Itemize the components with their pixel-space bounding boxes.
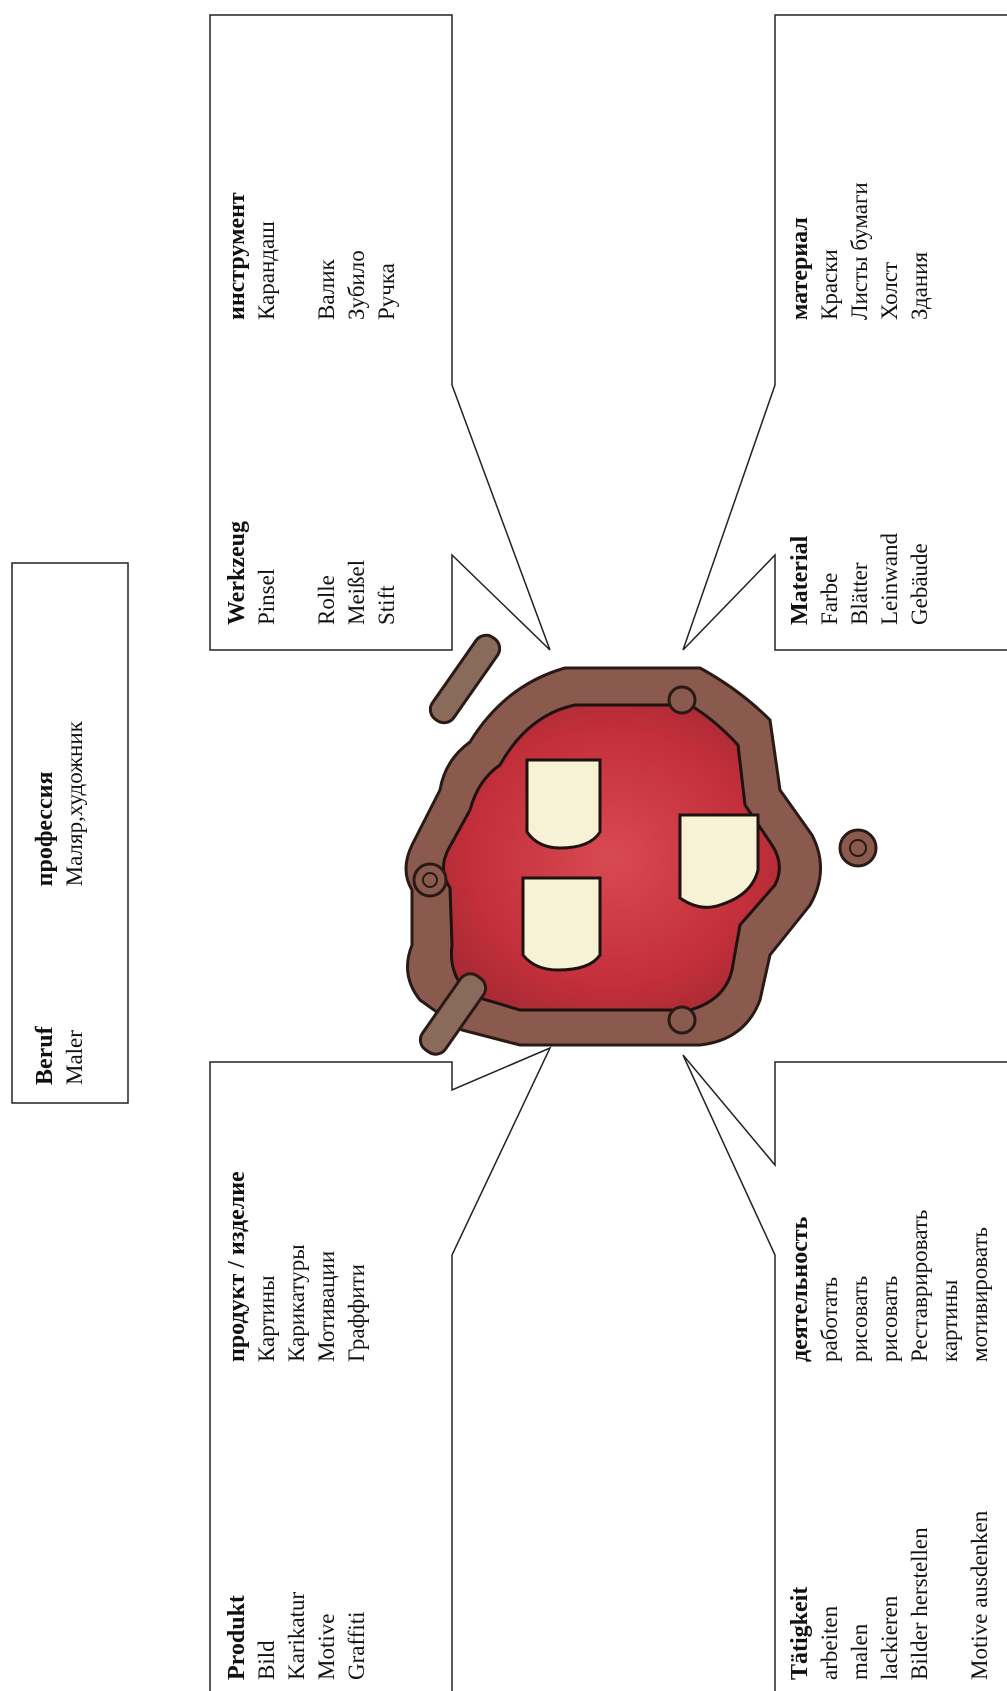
produkt-ru-block: продукт / изделие Картины Карикатуры Мот…: [222, 1171, 372, 1362]
material-ru-item: Здания: [905, 182, 935, 320]
werkzeug-ru-item: Зубило: [342, 192, 372, 320]
taetigkeit-ru-item: Реставрировать: [905, 1210, 935, 1362]
werkzeug-ru-item: Карандаш: [252, 192, 282, 320]
material-ru-heading: материал: [785, 182, 815, 320]
material-de-block: Material Farbe Blätter Leinwand Gebäude: [785, 533, 935, 625]
beruf-de-heading: Beruf: [30, 1026, 60, 1085]
produkt-de-heading: Produkt: [222, 1592, 252, 1680]
taetigkeit-ru-item: работать: [815, 1210, 845, 1362]
werkzeug-ru-item: Валик: [312, 192, 342, 320]
taetigkeit-de-item: [935, 1511, 965, 1680]
taetigkeit-ru-item: рисовать: [875, 1210, 905, 1362]
werkzeug-ru-item: [282, 192, 312, 320]
beruf-de-value: Maler: [60, 1026, 90, 1085]
taetigkeit-de-item: Bilder herstellen: [905, 1511, 935, 1680]
taetigkeit-de-item: malen: [845, 1511, 875, 1680]
material-de-item: Leinwand: [875, 533, 905, 625]
werkzeug-ru-item: Ручка: [372, 192, 402, 320]
material-de-item: Gebäude: [905, 533, 935, 625]
produkt-de-item: Bild: [252, 1592, 282, 1680]
taetigkeit-de-item: lackieren: [875, 1511, 905, 1680]
taetigkeit-de-heading: Tätigkeit: [785, 1511, 815, 1680]
taetigkeit-ru-block: деятельность работать рисовать рисовать …: [785, 1210, 995, 1362]
werkzeug-de-heading: Werkzeug: [222, 521, 252, 625]
material-ru-item: Листы бумаги: [845, 182, 875, 320]
taetigkeit-ru-item: мотивировать: [965, 1210, 995, 1362]
produkt-ru-item: Граффити: [342, 1171, 372, 1362]
produkt-de-block: Produkt Bild Karikatur Motive Graffiti: [222, 1592, 372, 1680]
produkt-ru-item: Картины: [252, 1171, 282, 1362]
beruf-text-block: Beruf Maler профессия Маляр,художник: [30, 721, 90, 1085]
material-ru-block: материал Краски Листы бумаги Холст Здани…: [785, 182, 935, 320]
werkzeug-ru-heading: инструмент: [222, 192, 252, 320]
material-de-heading: Material: [785, 533, 815, 625]
taetigkeit-ru-item: картины: [935, 1210, 965, 1362]
werkzeug-de-item: Stift: [372, 521, 402, 625]
taetigkeit-ru-item: рисовать: [845, 1210, 875, 1362]
taetigkeit-de-item: arbeiten: [815, 1511, 845, 1680]
produkt-de-item: Graffiti: [342, 1592, 372, 1680]
produkt-ru-item: Мотивации: [312, 1171, 342, 1362]
material-ru-item: Холст: [875, 182, 905, 320]
material-de-item: Blätter: [845, 533, 875, 625]
beruf-ru-heading: профессия: [30, 721, 60, 886]
beruf-ru-value: Маляр,художник: [60, 721, 90, 886]
produkt-de-item: Karikatur: [282, 1592, 312, 1680]
werkzeug-de-item: Rolle: [312, 521, 342, 625]
taetigkeit-de-block: Tätigkeit arbeiten malen lackieren Bilde…: [785, 1511, 995, 1680]
produkt-de-item: Motive: [312, 1592, 342, 1680]
house-shield: [406, 631, 876, 1059]
werkzeug-de-item: Pinsel: [252, 521, 282, 625]
material-de-item: Farbe: [815, 533, 845, 625]
taetigkeit-ru-heading: деятельность: [785, 1210, 815, 1362]
material-ru-item: Краски: [815, 182, 845, 320]
produkt-ru-item: Карикатуры: [282, 1171, 312, 1362]
taetigkeit-de-item: Motive ausdenken: [965, 1511, 995, 1680]
werkzeug-de-block: Werkzeug Pinsel Rolle Meißel Stift: [222, 521, 402, 625]
produkt-ru-heading: продукт / изделие: [222, 1171, 252, 1362]
werkzeug-de-item: [282, 521, 312, 625]
werkzeug-de-item: Meißel: [342, 521, 372, 625]
werkzeug-ru-block: инструмент Карандаш Валик Зубило Ручка: [222, 192, 402, 320]
